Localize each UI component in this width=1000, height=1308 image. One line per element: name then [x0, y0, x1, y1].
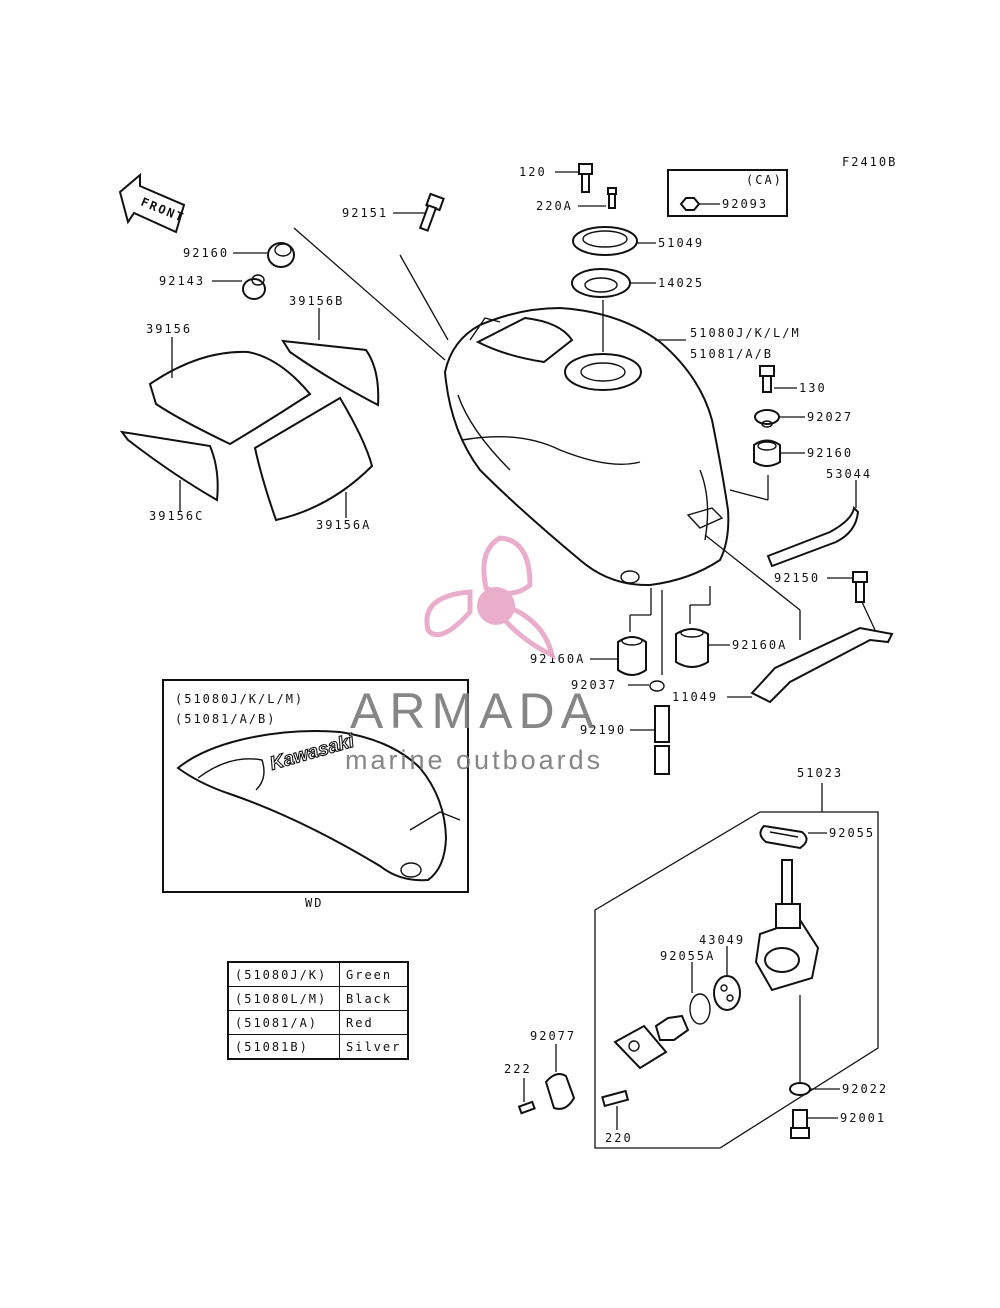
washer-92022-icon: 92022 [789, 1082, 888, 1096]
label-92160-right: 92160 [807, 446, 853, 460]
gasket-92055-icon: 92055 [759, 824, 875, 850]
label-92055a: 92055A [660, 949, 715, 963]
strip-53044-icon: 53044 [766, 467, 872, 568]
label-51081: 51081/A/B [690, 347, 773, 361]
inset-caption: WD [305, 896, 323, 910]
variant-inset: (51080J/K/L/M) (51081/A/B) Kawasaki [162, 679, 469, 893]
color-table-color: Silver [339, 1034, 409, 1060]
label-92077: 92077 [530, 1029, 576, 1043]
label-92055: 92055 [829, 826, 875, 840]
label-92151: 92151 [342, 206, 388, 220]
collar-92143-icon: 92143 [159, 274, 266, 300]
label-51049: 51049 [658, 236, 704, 250]
label-120: 120 [519, 165, 547, 179]
knee-pads-group: 39156 39156B 39156C 39156A [119, 294, 380, 532]
label-130: 130 [799, 381, 827, 395]
color-table-code: (51080L/M) [227, 986, 340, 1011]
screw-220a-icon: 220A [536, 187, 617, 213]
label-51080: 51080J/K/L/M [690, 326, 801, 340]
plate-43049-icon: 43049 [699, 933, 745, 1011]
bolt-92001-icon: 92001 [790, 1109, 886, 1139]
svg-text:(CA): (CA) [746, 173, 783, 187]
filter-stem-icon [654, 1014, 690, 1041]
watermark-brand: ARMADA [350, 683, 600, 739]
label-92160-top: 92160 [183, 246, 229, 260]
svg-text:92093: 92093 [722, 197, 768, 211]
diagram-code: F2410B [842, 155, 897, 169]
inset-line-2: (51081/A/B) [175, 712, 276, 726]
color-table-code: (51080J/K) [227, 961, 340, 987]
label-222: 222 [504, 1062, 532, 1076]
label-92190: 92190 [580, 723, 626, 737]
mount-92160a-left-icon: 92160A [530, 636, 647, 676]
label-92001: 92001 [840, 1111, 886, 1125]
color-table-color: Green [339, 961, 409, 987]
bolt-92150-icon: 92150 [774, 571, 876, 631]
label-92160a-right: 92160A [732, 638, 787, 652]
armada-watermark: ARMADA marine outboards [345, 535, 603, 775]
label-39156a: 39156A [316, 518, 371, 532]
grommet-92160-top-icon: 92160 [183, 242, 295, 268]
label-43049: 43049 [699, 933, 745, 947]
gasket-14025-icon: 14025 [571, 268, 704, 298]
label-92022: 92022 [842, 1082, 888, 1096]
mount-92160a-right-icon: 92160A [675, 628, 787, 668]
propeller-logo-icon [424, 535, 556, 660]
watermark-tagline: marine outboards [345, 745, 603, 775]
lever-92077-icon: 92077 [530, 1029, 576, 1110]
fuel-cap-51049-icon: 51049 [572, 226, 704, 256]
front-arrow-icon: FRONT [118, 172, 187, 234]
label-92143: 92143 [159, 274, 205, 288]
label-220: 220 [605, 1131, 633, 1145]
label-92150: 92150 [774, 571, 820, 585]
bolt-120-icon: 120 [519, 163, 593, 193]
color-table-color: Red [339, 1010, 409, 1035]
ca-box: (CA) 92093 [667, 169, 788, 217]
fuel-tank-icon [443, 300, 730, 587]
grommet-92160-right-icon: 92160 [753, 439, 853, 467]
color-table-row: (51081B)Silver [227, 1034, 409, 1060]
color-table-row: (51081/A)Red [227, 1010, 409, 1035]
label-39156: 39156 [146, 322, 192, 336]
color-table-code: (51081/A) [227, 1010, 340, 1035]
color-table-code: (51081B) [227, 1034, 340, 1060]
color-table-row: (51080L/M)Black [227, 986, 409, 1011]
label-53044: 53044 [826, 467, 872, 481]
hose-92190-icon: 92190 [580, 705, 670, 775]
label-220a: 220A [536, 199, 573, 213]
oring-92055a-icon: 92055A [660, 949, 715, 1025]
label-14025: 14025 [658, 276, 704, 290]
fuel-tap-body-icon [754, 859, 820, 992]
washer-92027-icon: 92027 [754, 409, 853, 428]
label-51023: 51023 [797, 766, 843, 780]
bolt-92151-icon: 92151 [342, 192, 445, 232]
label-92027: 92027 [807, 410, 853, 424]
label-39156b: 39156B [289, 294, 344, 308]
color-table: (51080J/K)Green(51080L/M)Black(51081/A)R… [227, 961, 410, 1060]
label-39156c: 39156C [149, 509, 204, 523]
bolt-130-icon: 130 [759, 365, 827, 395]
screw-222-icon: 222 [504, 1062, 536, 1115]
label-92037: 92037 [571, 678, 617, 692]
screw-220-icon: 220 [601, 1089, 633, 1145]
label-11049: 11049 [672, 690, 718, 704]
bracket-11049-icon: 11049 [672, 626, 894, 704]
color-table-color: Black [339, 986, 409, 1011]
clip-92037-icon: 92037 [571, 678, 665, 692]
label-92160a-left: 92160A [530, 652, 585, 666]
color-table-row: (51080J/K)Green [227, 961, 409, 987]
inset-line-1: (51080J/K/L/M) [175, 692, 304, 706]
lever-plate-icon [613, 1024, 668, 1070]
